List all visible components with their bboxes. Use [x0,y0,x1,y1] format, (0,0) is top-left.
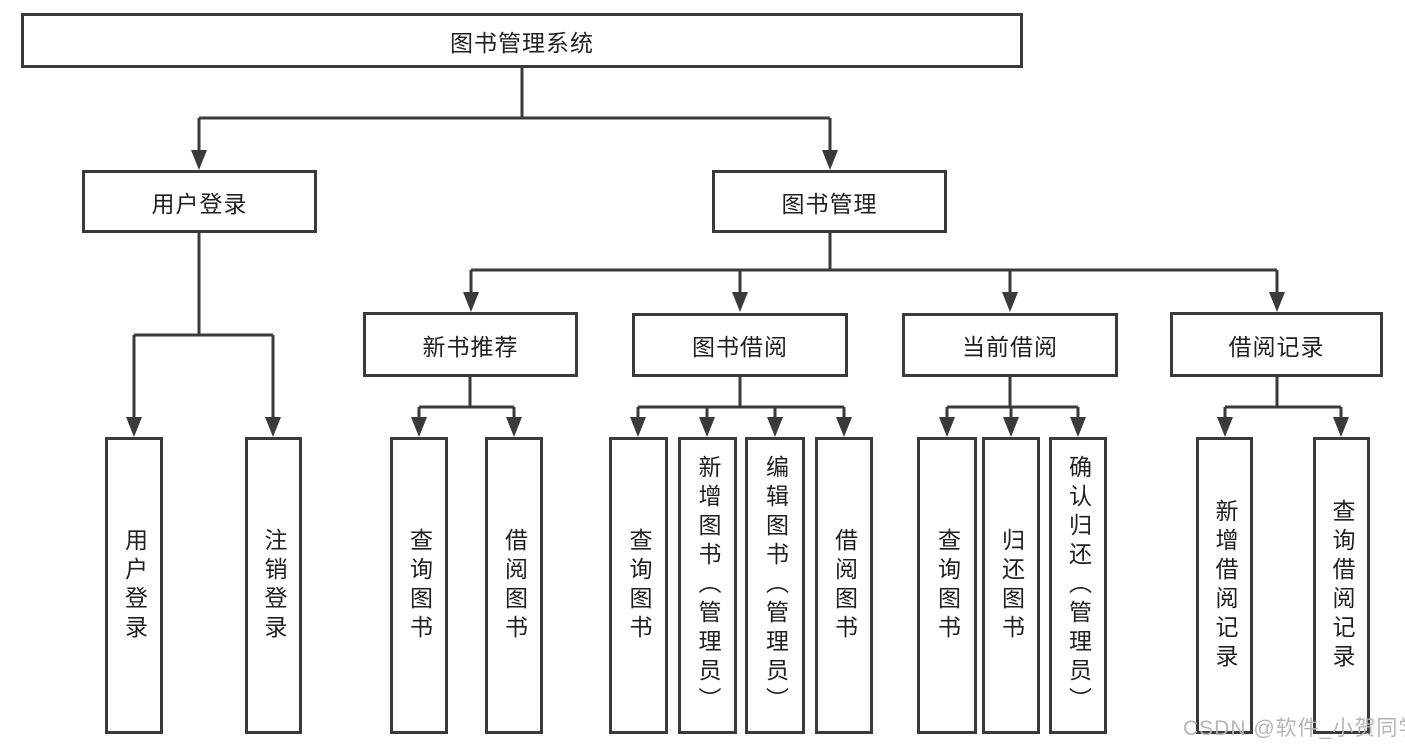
node-leaf-logout: 注销登录 [245,437,302,734]
node-borrow-record: 借阅记录 [1170,312,1383,377]
node-leaf-edit-book-admin: 编辑图书（管理员） [745,437,805,734]
node-leaf-query-borrow-record: 查询借阅记录 [1313,437,1370,734]
node-book-management: 图书管理 [712,170,947,233]
node-leaf-query-book-3: 查询图书 [917,437,977,734]
csdn-watermark: CSDN @软件_小贺同学 [1183,717,1405,740]
node-leaf-confirm-return-admin: 确认归还（管理员） [1049,437,1107,734]
node-leaf-query-book-2: 查询图书 [609,437,668,734]
node-leaf-query-book-1: 查询图书 [390,437,448,734]
node-leaf-user-login: 用户登录 [105,437,163,734]
node-leaf-add-book-admin: 新增图书（管理员） [678,437,737,734]
node-new-book-recommend: 新书推荐 [363,312,578,377]
node-leaf-add-borrow-record: 新增借阅记录 [1196,437,1253,734]
node-leaf-borrow-book-2: 借阅图书 [815,437,873,734]
node-current-borrow: 当前借阅 [902,313,1118,377]
node-root-title: 图书管理系统 [21,13,1023,68]
node-book-borrow: 图书借阅 [632,313,848,377]
node-leaf-borrow-book-1: 借阅图书 [485,437,543,734]
node-leaf-return-book: 归还图书 [982,437,1040,734]
node-user-login: 用户登录 [82,170,317,233]
